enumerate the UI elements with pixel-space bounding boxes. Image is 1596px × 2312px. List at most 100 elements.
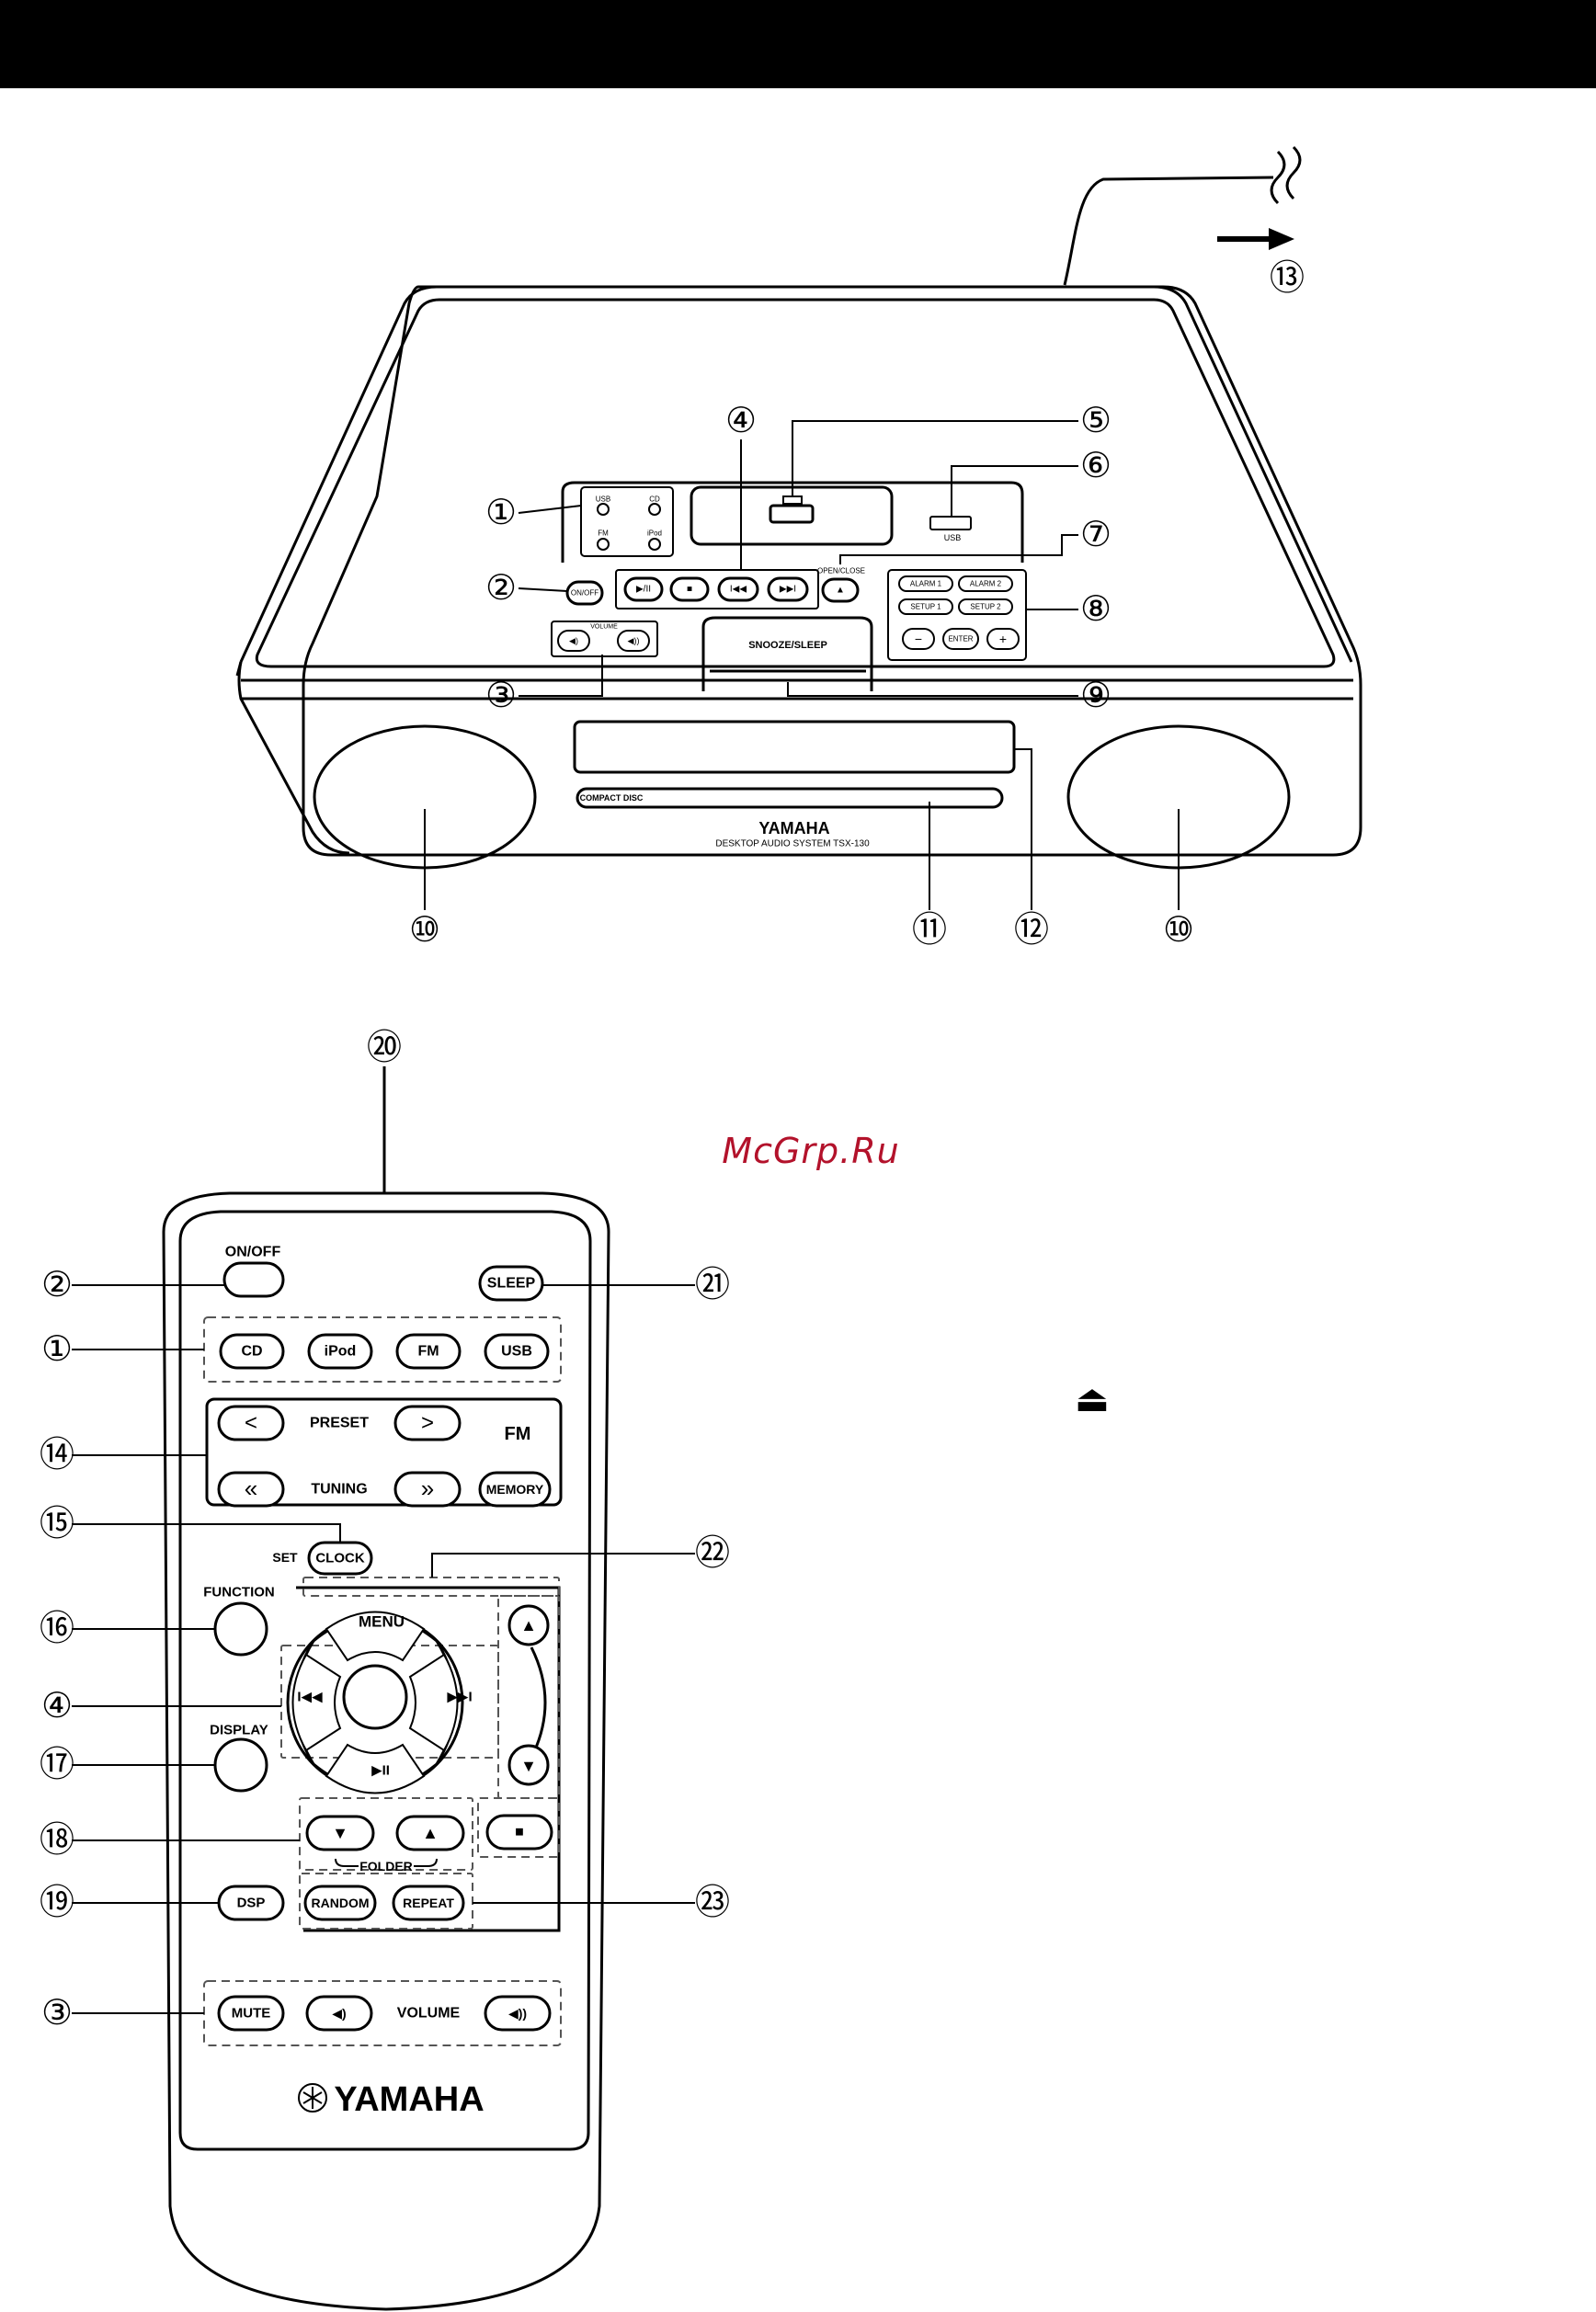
plus-label: + <box>999 632 1007 646</box>
unit-callouts: ① ② ③ ④ ⑤ ⑥ ⑦ ⑧ ⑨ ⑩ ⑪ ⑫ ⑩ ⑬ <box>409 259 1305 950</box>
folder-down-button[interactable] <box>305 1815 375 1851</box>
random-button[interactable] <box>303 1885 377 1921</box>
mute-button[interactable] <box>217 1995 285 2032</box>
callout-20: ⑳ <box>367 1029 402 1067</box>
volume-down-icon: ◀) <box>332 2006 346 2021</box>
memory-button[interactable] <box>478 1471 552 1508</box>
play-pause-button[interactable] <box>325 1743 426 1794</box>
unit-play-pause-label: ▶/II <box>636 585 651 595</box>
header-bar <box>0 0 1596 88</box>
unit-onoff-button[interactable] <box>565 580 604 606</box>
menu-button[interactable] <box>325 1611 426 1662</box>
prev-track-button[interactable] <box>291 1653 342 1752</box>
repeat-label: REPEAT <box>403 1896 454 1910</box>
callout-9: ⑨ <box>1080 677 1112 715</box>
dock-connector <box>782 495 803 505</box>
power-cable-break <box>1270 150 1286 205</box>
remote-sleep-button[interactable] <box>478 1265 544 1302</box>
cursor-up-button[interactable] <box>507 1604 550 1646</box>
disc-logo: COMPACT DISC <box>580 793 644 803</box>
remote-cd-button[interactable] <box>219 1333 285 1370</box>
callout-14: ⑭ <box>40 1436 74 1475</box>
minus-button[interactable] <box>902 628 935 650</box>
cursor-down-button[interactable] <box>507 1744 550 1786</box>
double-chevron-right-icon: » <box>421 1475 434 1502</box>
mute-label: MUTE <box>232 2006 271 2022</box>
remote-brand: YAMAHA <box>334 2080 484 2119</box>
unit-play-pause-button[interactable] <box>623 576 664 602</box>
alarm1-label: ALARM 1 <box>910 580 942 588</box>
function-button[interactable] <box>213 1601 268 1657</box>
callout-13: ⑬ <box>1270 259 1305 298</box>
remote-usb-button[interactable] <box>484 1333 550 1370</box>
unit-onoff-label: ON/OFF <box>571 589 598 598</box>
cursor-up-icon: ▲ <box>520 1616 537 1634</box>
plus-button[interactable] <box>986 628 1020 650</box>
unit-next-button[interactable] <box>767 576 809 602</box>
function-label: FUNCTION <box>203 1585 275 1600</box>
usb-port[interactable] <box>929 516 972 530</box>
unit-eject-label: ▲ <box>836 586 845 596</box>
remote-callouts: ⑳ ② ① ⑭ ⑮ ⑯ ④ ⑰ ⑱ ⑲ ③ ㉑ ㉒ ㉓ <box>40 1029 730 2033</box>
callout-5: ⑤ <box>1080 402 1112 440</box>
setup1-label: SETUP 1 <box>910 603 941 611</box>
unit-model: DESKTOP AUDIO SYSTEM TSX-130 <box>715 839 870 849</box>
remote-stop-button[interactable] <box>485 1814 553 1851</box>
enter-label: ENTER <box>948 635 973 643</box>
unit-eject-button[interactable] <box>821 577 860 603</box>
disc-slot <box>576 787 1004 809</box>
fm-group-label: FM <box>505 1424 531 1444</box>
repeat-button[interactable] <box>392 1885 465 1921</box>
enter-center-button[interactable] <box>342 1664 408 1730</box>
unit-body <box>302 285 1362 857</box>
next-track-icon: ▶▶I <box>447 1690 472 1705</box>
callout-18: ⑱ <box>40 1821 74 1860</box>
alarm2-label: ALARM 2 <box>970 580 1002 588</box>
main-unit: COMPACT DISC YAMAHA DESKTOP AUDIO SYSTEM… <box>235 145 1362 910</box>
indicator-fm-label: FM <box>598 530 609 538</box>
remote-onoff-button[interactable] <box>222 1261 285 1298</box>
play-pause-icon: ▶II <box>371 1763 390 1779</box>
tuning-down-button[interactable] <box>217 1471 285 1508</box>
unit-volume-down-button[interactable] <box>557 630 590 652</box>
callout-21: ㉑ <box>695 1266 730 1304</box>
display-label: DISPLAY <box>210 1723 268 1738</box>
next-track-button[interactable] <box>408 1653 459 1752</box>
folder-up-button[interactable] <box>395 1815 465 1851</box>
setup2-label: SETUP 2 <box>970 603 1001 611</box>
callout-10-left: ⑩ <box>409 911 440 950</box>
remote-volume-up-button[interactable] <box>484 1995 552 2032</box>
alarm1-button[interactable] <box>898 575 953 592</box>
snooze-sleep-bar[interactable] <box>701 616 873 691</box>
unit-next-label: ▶▶I <box>780 585 796 595</box>
fm-group <box>205 1397 563 1507</box>
remote-volume-label: VOLUME <box>397 2006 461 2022</box>
remote-ipod-button[interactable] <box>307 1333 373 1370</box>
enter-button[interactable] <box>942 628 979 650</box>
alarm-setup-group <box>887 569 1027 661</box>
alarm2-button[interactable] <box>958 575 1013 592</box>
setup2-button[interactable] <box>958 598 1013 615</box>
remote-cd-label: CD <box>241 1344 262 1360</box>
remote-usb-label: USB <box>501 1344 532 1360</box>
callout-22: ㉒ <box>695 1534 730 1573</box>
tuning-up-button[interactable] <box>393 1471 462 1508</box>
display-button[interactable] <box>213 1737 268 1793</box>
callout-19: ⑲ <box>40 1884 74 1922</box>
setup1-button[interactable] <box>898 598 953 615</box>
unit-prev-button[interactable] <box>717 576 759 602</box>
preset-prev-button[interactable] <box>217 1405 285 1441</box>
callout-16: ⑯ <box>40 1610 74 1648</box>
unit-volume-up-button[interactable] <box>617 630 650 652</box>
callout-12: ⑫ <box>1014 911 1049 950</box>
folder-label: FOLDER <box>359 1859 413 1874</box>
volume-up-icon: ◀)) <box>508 2006 527 2021</box>
cursor-group <box>497 1595 560 1799</box>
remote-volume-down-button[interactable] <box>305 1995 373 2032</box>
preset-next-button[interactable] <box>393 1405 462 1441</box>
remote-fm-button[interactable] <box>395 1333 462 1370</box>
unit-stop-button[interactable] <box>669 576 710 602</box>
watermark: McGrp.Ru <box>722 1131 900 1171</box>
unit-volume-down-icon: ◀) <box>569 636 578 645</box>
